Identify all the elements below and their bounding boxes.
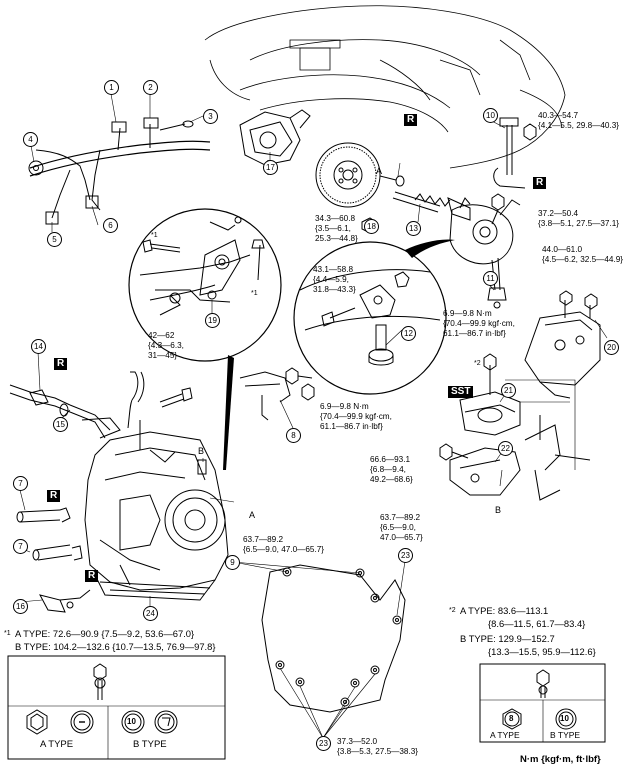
wiring-harness (28, 117, 211, 225)
callout-8: 8 (286, 428, 301, 443)
starter-motor (239, 109, 311, 175)
vehicle-speed-sensor (39, 589, 91, 613)
torque-label: 66.6—93.1 {6.8—9.4, 49.2—68.6} (370, 455, 413, 484)
legend1-b-mark: 10 (127, 717, 136, 726)
detail-inset-ball-joint (293, 241, 447, 395)
torque-label: 34.3—60.8 {3.5—6.1, 25.3—44.8} (315, 214, 358, 243)
callout-2: 2 (143, 80, 158, 95)
callout-23: 23 (316, 736, 331, 751)
spec1-mark: *1 (4, 630, 11, 637)
spec2-a2: {8.6—11.5, 61.7—83.4} (488, 618, 586, 629)
callout-24: 24 (143, 606, 158, 621)
flange-leaders (232, 560, 406, 739)
legend2-a-mark: 8 (509, 714, 514, 723)
callout-6: 6 (103, 218, 118, 233)
engine-outline (204, 5, 566, 169)
callout-9: 9 (225, 555, 240, 570)
ref-b: B (495, 505, 502, 515)
ref-b: B (198, 446, 205, 456)
ref-a: A (376, 166, 383, 176)
replace-tag: R (85, 570, 99, 582)
torque-label: 63.7—89.2 {6.5—9.0, 47.0—65.7} (243, 535, 325, 554)
callout-7: 7 (13, 476, 28, 491)
bolt-legend-box-1 (7, 655, 226, 760)
replace-tag: R (533, 177, 547, 189)
callout-1: 1 (104, 80, 119, 95)
callout-22: 22 (498, 441, 513, 456)
spec2-b2: {13.3—15.5, 95.9—112.6} (488, 646, 596, 657)
callout-19: 19 (205, 313, 220, 328)
callout-10: 10 (483, 108, 498, 123)
spec1-b: B TYPE: 104.2—132.6 {10.7—13.5, 76.9—97.… (15, 641, 216, 652)
vent-hoses (16, 507, 83, 561)
steering-knuckle (449, 197, 521, 265)
drive-plate (315, 142, 405, 208)
spec2-a: A TYPE: 83.6—113.1 (460, 605, 549, 616)
torque-label: 6.9—9.8 N·m {70.4—99.9 kgf·cm, 61.1—86.7… (443, 309, 515, 338)
callout-3: 3 (203, 109, 218, 124)
callout-17: 17 (263, 160, 278, 175)
callout-12: 12 (401, 326, 416, 341)
ref-a: A (249, 510, 256, 520)
cooler-hoses (9, 384, 121, 439)
converter-housing-flange (261, 564, 406, 713)
torque-label: 40.3—54.7 {4.1—5.5, 29.8—40.3} (538, 111, 620, 130)
callout-21: 21 (501, 383, 516, 398)
callout-23: 23 (398, 548, 413, 563)
transaxle-body (84, 371, 229, 601)
torque-label: 44.0—61.0 {4.5—6.2, 32.5—44.9} (542, 245, 624, 264)
transaxle-mount-21 (459, 353, 521, 436)
callout-5: 5 (47, 232, 62, 247)
callout-7: 7 (13, 539, 28, 554)
torque-label: 37.3—52.0 {3.8—5.3, 27.5—38.3} (337, 737, 419, 756)
legend1-b-type: B TYPE (133, 739, 167, 750)
stabilizer-link (493, 117, 537, 189)
mount-bracket-22 (439, 415, 591, 501)
torque-label: 43.1—58.8 {4.4—5.9, 31.8—43.3} (313, 265, 356, 294)
torque-label: 37.2—50.4 {3.8—5.1, 27.5—37.1} (538, 209, 620, 228)
legend1-a-type: A TYPE (40, 739, 74, 750)
drive-shaft (392, 191, 471, 221)
note-mark: *1 (251, 290, 258, 297)
callout-18: 18 (364, 219, 379, 234)
note-mark: *2 (474, 360, 481, 367)
replace-tag: R (54, 358, 68, 370)
torque-label: 42—62 {4.3—6.3, 31—45} (148, 331, 184, 360)
callout-11: 11 (483, 271, 498, 286)
spec2-mark: *2 (449, 607, 456, 614)
callout-16: 16 (13, 599, 28, 614)
legend2-b-mark: 10 (560, 714, 569, 723)
callout-4: 4 (23, 132, 38, 147)
guide-lines (505, 379, 576, 470)
upper-mount-bolt (159, 387, 193, 408)
harness-bracket (239, 367, 315, 421)
torque-label: 63.7—89.2 {6.5—9.0, 47.0—65.7} (380, 513, 423, 542)
legend2-a-type: A TYPE (490, 730, 520, 740)
bolt-legend-box-2 (479, 663, 606, 743)
sst-tag: SST (448, 386, 474, 398)
spec1-a: A TYPE: 72.6—90.9 {7.5—9.2, 53.6—67.0} (15, 628, 195, 639)
knuckle-bolt (491, 193, 505, 225)
spec2-b: B TYPE: 129.9—152.7 (460, 633, 555, 644)
callout-15: 15 (53, 417, 68, 432)
note-mark: *1 (151, 232, 158, 239)
callout-13: 13 (406, 221, 421, 236)
torque-label: 6.9—9.8 N·m {70.4—99.9 kgf·cm, 61.1—86.7… (320, 402, 392, 431)
detail-inset-mount (128, 208, 282, 362)
legend2-b-type: B TYPE (550, 730, 581, 740)
callout-20: 20 (604, 340, 619, 355)
units-label: N·m {kgf·m, ft·lbf} (520, 754, 601, 765)
replace-tag: R (404, 114, 418, 126)
callout-14: 14 (31, 339, 46, 354)
replace-tag: R (47, 490, 61, 502)
transaxle-mount-bracket (524, 290, 601, 399)
leader-lines (19, 93, 608, 608)
